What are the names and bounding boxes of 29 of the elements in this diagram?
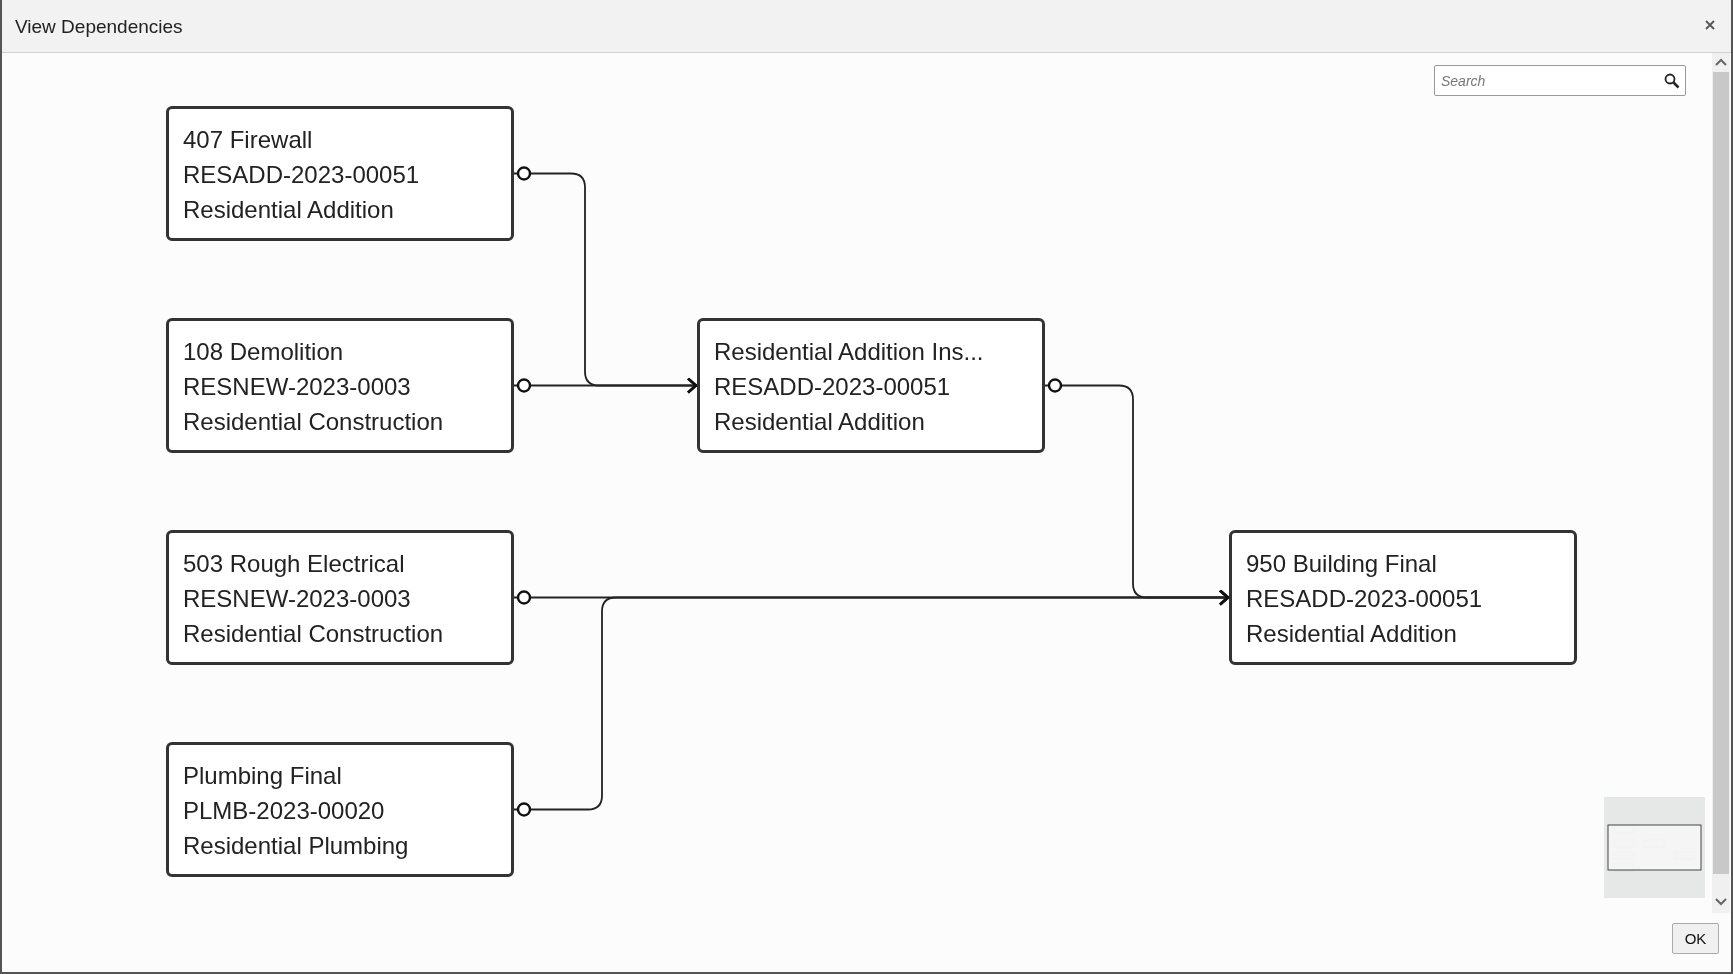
search-field: Search [1434,65,1686,96]
record-type: Residential Addition [714,407,926,437]
record-number: RESNEW-2023-0003 [183,372,412,402]
connector-arrow [513,589,1230,817]
record-type: Residential Addition [183,195,395,225]
dependency-card [1229,530,1577,665]
record-number: RESNEW-2023-0003 [183,584,412,614]
inspection-name: Plumbing Final [183,761,343,791]
record-number: PLMB-2023-00020 [183,796,386,826]
record-type: Residential Construction [183,619,445,649]
dependency-card [166,318,514,453]
inspection-name: 108 Demolition [183,337,345,367]
record-type: Residential Plumbing [183,831,410,861]
record-type: Residential Addition [1246,619,1458,649]
ok-button: OK [1672,923,1719,954]
dependency-card [166,530,514,665]
inspection-name: 407 Firewall [183,125,314,155]
record-type: Residential Construction [183,407,445,437]
inspection-name: Residential Addition Ins... [714,337,985,367]
record-number: RESADD-2023-00051 [183,160,421,190]
dialog-title: View Dependencies [15,16,183,38]
dependency-card [166,106,514,241]
inspection-name: 950 Building Final [1246,549,1438,579]
connector-arrow [513,377,698,394]
dependency-card [697,318,1045,453]
record-number: RESADD-2023-00051 [714,372,952,402]
inspection-name: 503 Rough Electrical [183,549,406,579]
dependency-card [166,742,514,877]
record-number: RESADD-2023-00051 [1246,584,1484,614]
